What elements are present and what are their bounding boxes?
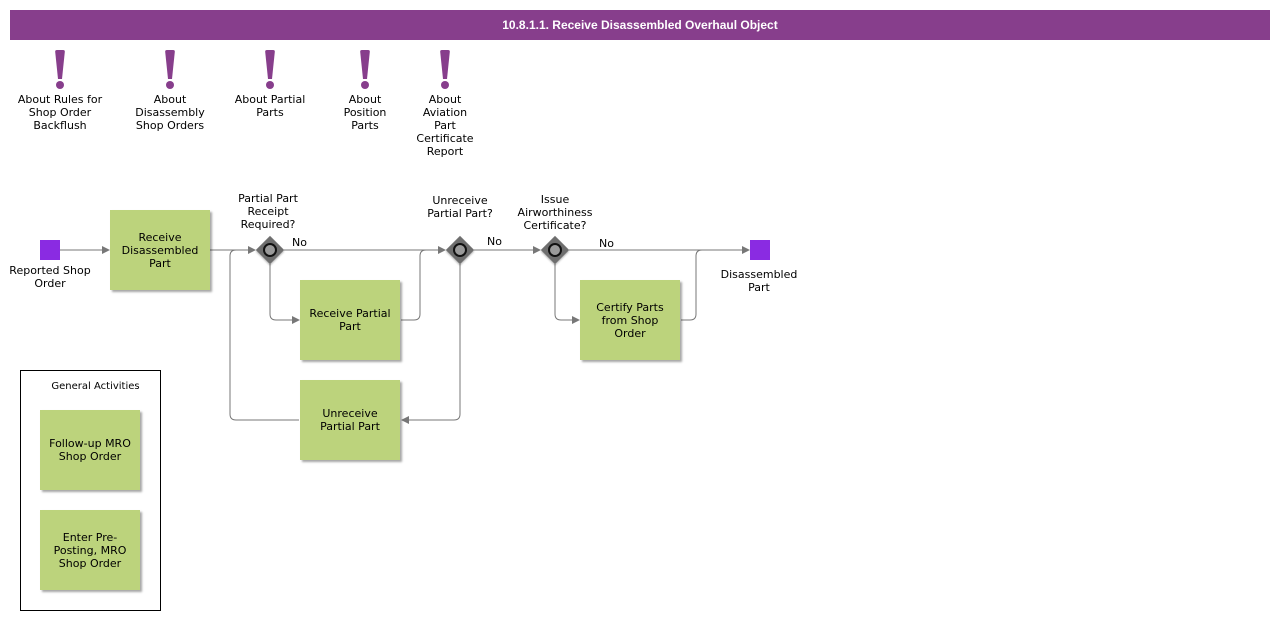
note-label: About Partial Parts <box>234 93 306 119</box>
gateway-ring-icon <box>450 240 470 260</box>
exclamation-icon <box>163 50 177 90</box>
flow-gw1-to-receive-partial <box>269 264 300 324</box>
task-receive-disassembled-part[interactable]: Receive Disassembled Part <box>110 210 210 290</box>
gateway-partial-receipt-label: Partial Part Receipt Required? <box>238 192 298 231</box>
edge-label-no: No <box>487 235 502 248</box>
note-partial-parts[interactable]: About Partial Parts <box>225 50 315 119</box>
exclamation-icon <box>53 50 67 90</box>
edge-label-no: No <box>292 236 307 249</box>
flow-receive-partial-out <box>401 249 427 321</box>
start-event-label: Reported Shop Order <box>9 264 91 290</box>
note-disassembly-shop-orders[interactable]: About Disassembly Shop Orders <box>125 50 215 132</box>
note-label: About Disassembly Shop Orders <box>135 93 205 132</box>
end-event[interactable] <box>750 240 770 260</box>
diagram-title: 10.8.1.1. Receive Disassembled Overhaul … <box>10 10 1270 40</box>
group-title: General Activities <box>51 381 140 392</box>
note-shop-order-backflush[interactable]: About Rules for Shop Order Backflush <box>15 50 105 132</box>
task-unreceive-partial-part[interactable]: Unreceive Partial Part <box>300 380 400 460</box>
edge-label-no: No <box>599 237 614 250</box>
note-position-parts[interactable]: About Position Parts <box>320 50 410 132</box>
gateway-airworthiness-label: Issue Airworthiness Certificate? <box>517 193 593 232</box>
task-receive-partial-part[interactable]: Receive Partial Part <box>300 280 400 360</box>
gateway-unreceive-label: Unreceive Partial Part? <box>427 194 493 220</box>
end-event-label: Disassembled Part <box>720 268 798 294</box>
note-label: About Aviation Part Certificate Report <box>416 93 474 158</box>
flow-certify-out <box>681 249 703 321</box>
exclamation-icon <box>263 50 277 90</box>
note-label: About Rules for Shop Order Backflush <box>17 93 103 132</box>
task-certify-parts[interactable]: Certify Parts from Shop Order <box>580 280 680 360</box>
flow-gw2-to-unreceive <box>401 264 461 424</box>
exclamation-icon <box>438 50 452 90</box>
gateway-ring-icon <box>545 240 565 260</box>
gateway-ring-icon <box>260 240 280 260</box>
note-aviation-part-certificate[interactable]: About Aviation Part Certificate Report <box>400 50 490 158</box>
flow-unreceive-loop <box>229 249 299 421</box>
note-label: About Position Parts <box>343 93 387 132</box>
task-enter-pre-posting[interactable]: Enter Pre-Posting, MRO Shop Order <box>40 510 140 590</box>
exclamation-icon <box>358 50 372 90</box>
flow-gw3-to-certify <box>554 264 580 324</box>
task-follow-up-mro-shop-order[interactable]: Follow-up MRO Shop Order <box>40 410 140 490</box>
start-event[interactable] <box>40 240 60 260</box>
